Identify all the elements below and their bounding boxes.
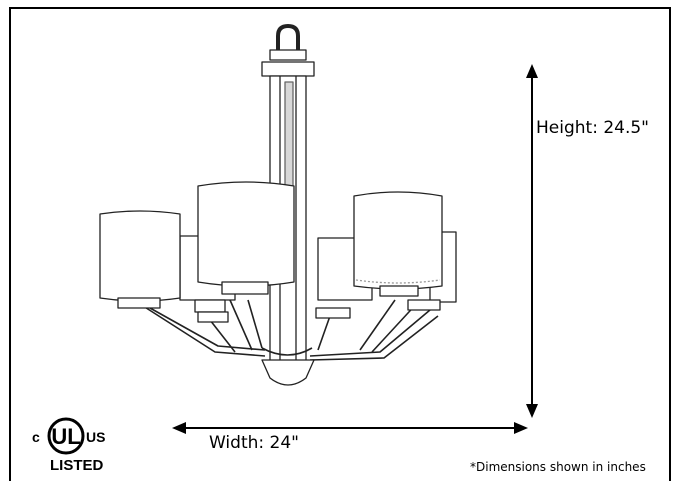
svg-text:UL: UL	[51, 424, 80, 449]
chandelier-arms	[139, 299, 439, 361]
width-label: Width: 24"	[209, 433, 299, 453]
height-dimension-arrow	[526, 64, 538, 418]
shade-front-right	[353, 191, 443, 311]
chandelier-loop	[276, 24, 300, 52]
shade-front-left	[99, 210, 181, 309]
svg-text:c: c	[32, 429, 40, 445]
svg-text:US: US	[86, 429, 105, 445]
height-label: Height: 24.5"	[536, 118, 649, 138]
dimensions-note: *Dimensions shown in inches	[470, 460, 646, 474]
svg-text:LISTED: LISTED	[50, 457, 104, 474]
shade-front-center-left	[197, 181, 295, 323]
bottom-finial	[261, 359, 315, 386]
shade-front-center-right	[315, 307, 351, 319]
ul-listed-logo: c UL US LISTED	[32, 417, 105, 474]
shade-back-right	[317, 231, 457, 303]
width-dimension-arrow	[172, 422, 528, 434]
diagram-frame	[9, 7, 671, 481]
